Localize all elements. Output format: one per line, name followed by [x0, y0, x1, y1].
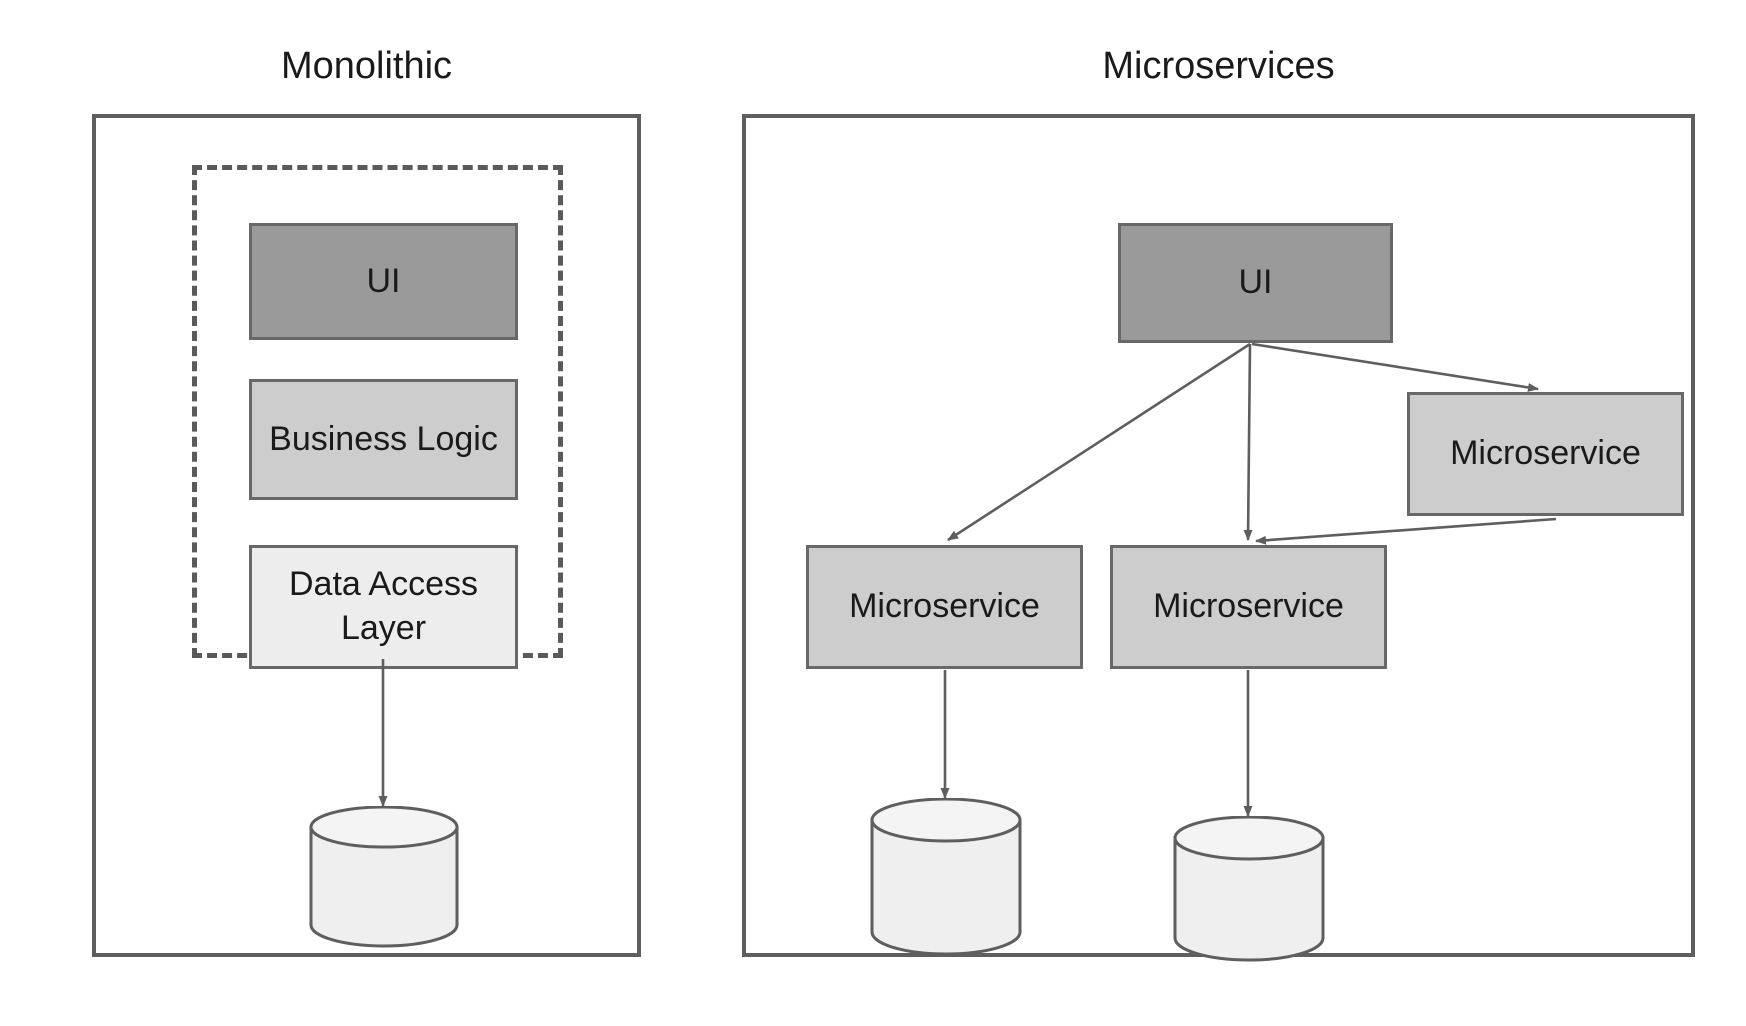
monolith-data-access-layer-label: Data Access Layer — [289, 565, 478, 647]
monolith-ui-box[interactable]: UI — [249, 223, 518, 340]
monolithic-panel-title: Monolithic — [280, 45, 453, 87]
microservice-middle-database-cylinder[interactable] — [1173, 816, 1325, 968]
microservice-box-right[interactable]: Microservice — [1407, 392, 1684, 516]
microservice-right-label: Microservice — [1450, 434, 1641, 473]
microservice-box-left[interactable]: Microservice — [806, 545, 1083, 669]
microservice-left-database-cylinder[interactable] — [870, 798, 1022, 963]
microservices-ui-label: UI — [1238, 263, 1273, 302]
monolith-business-logic-box[interactable]: Business Logic — [249, 379, 518, 500]
monolith-data-access-layer-box[interactable]: Data Access Layer — [249, 545, 518, 669]
microservice-middle-label: Microservice — [1153, 587, 1344, 626]
microservices-panel-title: Microservices — [1102, 45, 1335, 87]
monolith-database-cylinder[interactable] — [309, 806, 459, 956]
monolith-ui-label: UI — [366, 261, 401, 300]
microservice-box-middle[interactable]: Microservice — [1110, 545, 1387, 669]
monolith-business-logic-label: Business Logic — [269, 419, 498, 458]
microservices-ui-box[interactable]: UI — [1118, 223, 1393, 343]
microservice-left-label: Microservice — [849, 587, 1040, 626]
